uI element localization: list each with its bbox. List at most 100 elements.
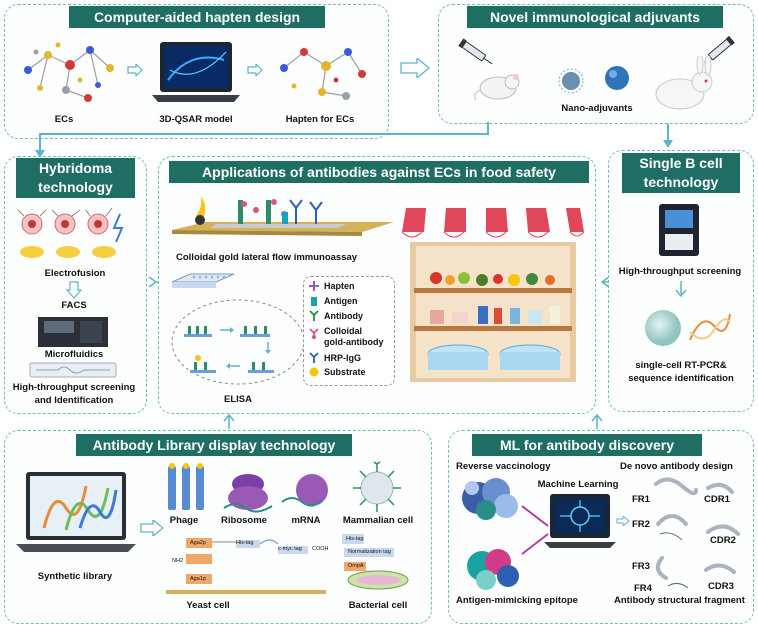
panel-title-hapten-design: Computer-aided hapten design [69, 6, 325, 28]
legend-hrp-igg-icon [309, 352, 319, 363]
label-bacterial: Bacterial cell [348, 600, 408, 611]
protein-surface-bottom-image [467, 549, 519, 590]
ribosome-image [223, 474, 273, 513]
protein-surface-top-image [462, 478, 518, 520]
tag-aga2: Aga2p [190, 540, 206, 546]
label-mammalian: Mammalian cell [342, 515, 414, 526]
tag-his: His-tag [236, 540, 254, 546]
panel-title-adjuvants: Novel immunological adjuvants [467, 6, 723, 28]
label-mrna: mRNA [291, 515, 321, 526]
hybridoma-title-line2: technology [38, 179, 113, 195]
tag-normalization: Normalization tag [348, 549, 391, 555]
arrow-ecs-to-qsar [127, 64, 143, 76]
tag-his-right: His-tag [346, 536, 364, 542]
hybridoma-title-line1: Hybridoma [38, 160, 113, 176]
label-fr2: FR2 [632, 519, 650, 530]
legend-antigen-icon [311, 297, 317, 306]
mrna-image [282, 474, 328, 507]
legend-substrate: Substrate [324, 367, 366, 377]
legend-antibody-icon [309, 310, 319, 321]
nanoparticle-1-icon [558, 68, 584, 94]
arrow-library-to-applications [223, 414, 235, 429]
label-cdr1: CDR1 [704, 494, 730, 505]
arrow-adjuvants-to-hybridoma [35, 122, 489, 158]
label-rtpcr-line1: single-cell RT-PCR& [635, 360, 727, 371]
label-fragment: Antibody structural fragment [614, 595, 745, 606]
label-yeast: Yeast cell [186, 600, 230, 611]
legend-hapten-icon [309, 281, 319, 291]
label-synthetic-library: Synthetic library [37, 571, 113, 582]
lateral-flow-strip-image [172, 196, 394, 236]
arrow-adjuvants-to-singleb [663, 124, 673, 148]
tag-cooh: COOH [312, 546, 329, 552]
arrow-hts-to-rtpcr [675, 281, 687, 298]
legend-colloidal: Colloidal [324, 326, 362, 336]
cells-fusion-image [17, 207, 124, 258]
arrow-synthetic-to-display [140, 520, 164, 536]
dna-helix-icon [689, 313, 731, 341]
label-facs: FACS [61, 300, 87, 311]
label-electrofusion: Electrofusion [44, 268, 106, 279]
label-hapten-for-ecs: Hapten for ECs [285, 114, 355, 125]
bcell-image [645, 310, 681, 346]
label-lfia: Colloidal gold lateral flow immunoassay [176, 252, 358, 263]
label-cdr2: CDR2 [710, 535, 736, 546]
tag-aga1: Aga1p [190, 576, 206, 582]
legend-box [303, 276, 395, 386]
legend-gold-antibody-icon [309, 328, 319, 339]
label-fr3: FR3 [632, 561, 650, 572]
arrow-hapten-to-adjuvants [400, 58, 430, 78]
label-single-b-hts: High-throughput screening [618, 266, 742, 277]
label-phage: Phage [169, 515, 199, 526]
phage-image [168, 463, 204, 510]
panel-title-hybridoma: Hybridoma technology [16, 158, 135, 198]
label-hts-line1: High-throughput screening [12, 382, 136, 393]
market-stall-image [401, 208, 585, 382]
legend-hrp-igg: HRP-IgG [324, 353, 361, 363]
label-fr1: FR1 [632, 494, 650, 505]
legend-hapten: Hapten [324, 281, 355, 291]
screening-instrument-image [659, 204, 699, 256]
elisa-plate-image [171, 273, 235, 288]
panel-title-single-b: Single B cell technology [622, 153, 740, 193]
laptop-ml-image [544, 494, 616, 548]
nanoparticle-2-icon [605, 66, 629, 90]
legend-antibody: Antibody [324, 311, 363, 321]
label-microfluidics: Microfluidics [44, 349, 104, 360]
tag-ompa: OmpA [348, 563, 364, 569]
mammalian-cell-image [353, 461, 401, 512]
mouse-image [474, 74, 520, 101]
single-b-title-line2: technology [643, 174, 719, 190]
label-hts-line2: and Identification [34, 395, 114, 406]
label-cdr3: CDR3 [708, 581, 734, 592]
label-qsar: 3D-QSAR model [159, 114, 233, 125]
arrow-qsar-to-hapten [247, 64, 263, 76]
arrow-ml-to-fragments [616, 516, 630, 526]
yeast-display-image [166, 538, 326, 594]
label-denovo: De novo antibody design [620, 461, 733, 472]
molecule-ecs-image [24, 42, 114, 102]
label-elisa: ELISA [224, 394, 252, 405]
label-fr4: FR4 [634, 583, 652, 594]
microfluidic-chip-image [29, 362, 117, 378]
arrow-electrofusion-to-facs [66, 281, 82, 299]
panel-title-applications: Applications of antibodies against ECs i… [169, 161, 589, 183]
label-ribosome: Ribosome [221, 515, 267, 526]
molecule-hapten-image [280, 48, 366, 100]
label-reverse-vaccinology: Reverse vaccinology [456, 461, 551, 472]
legend-gold-antibody: gold-antibody [324, 337, 384, 347]
single-b-title-line1: Single B cell [639, 155, 723, 171]
laptop-synthetic-library-image [16, 472, 136, 552]
panel-title-ml: ML for antibody discovery [472, 434, 702, 456]
laptop-qsar-image [152, 42, 240, 102]
label-machine-learning: Machine Learning [537, 479, 619, 490]
facs-machine-image [38, 317, 108, 347]
label-rtpcr-line2: sequence identification [628, 373, 734, 384]
legend-substrate-icon [309, 367, 319, 377]
label-nano-adjuvants: Nano-adjuvants [561, 103, 633, 114]
arrow-ml-to-applications [591, 414, 603, 429]
legend-antigen: Antigen [324, 296, 358, 306]
label-epitope: Antigen-mimicking epitope [456, 595, 578, 606]
label-ecs: ECs [54, 114, 74, 125]
elisa-workflow-diagram [171, 299, 305, 385]
